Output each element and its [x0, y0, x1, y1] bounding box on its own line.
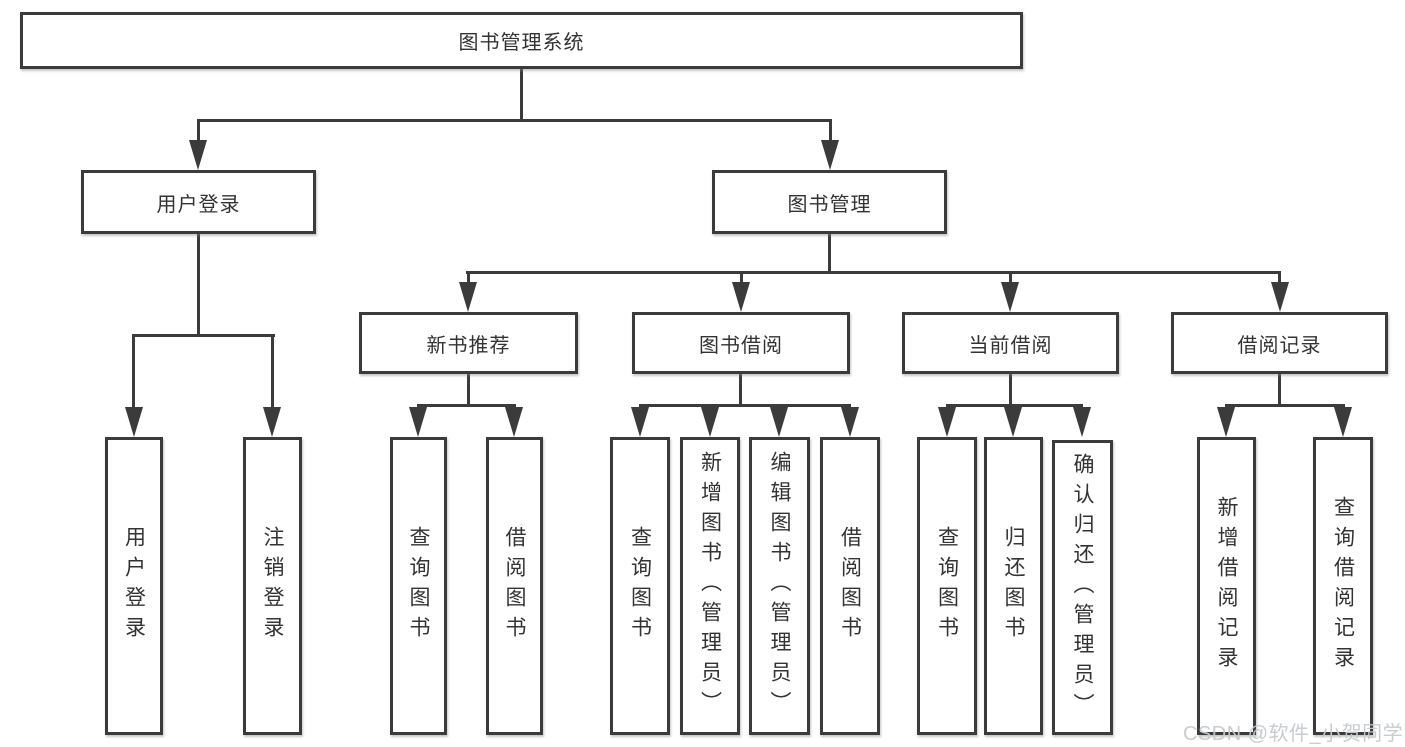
arrowhead-icon	[631, 407, 649, 437]
leaf-borrow-borrow-books: 借阅图书	[820, 437, 880, 735]
leaf-current-confirm-return-admin-label: 确认归还（管理员）	[1071, 452, 1095, 723]
connector-current-stem	[1009, 374, 1012, 407]
arrowhead-icon	[701, 407, 719, 437]
leaf-records-add-record-label: 新增借阅记录	[1215, 496, 1239, 676]
connector-root-drop-left	[197, 119, 200, 144]
connector-login-stem	[197, 234, 200, 337]
node-user-login-branch: 用户登录	[81, 170, 316, 234]
arrowhead-icon	[938, 407, 956, 437]
node-borrowing-records: 借阅记录	[1171, 312, 1388, 374]
leaf-user-login-label: 用户登录	[122, 526, 146, 646]
connector-borrow-stem	[739, 374, 742, 407]
arrowhead-icon	[263, 407, 281, 437]
arrowhead-icon	[841, 407, 859, 437]
leaf-records-add-record: 新增借阅记录	[1197, 437, 1256, 735]
leaf-borrow-query-books: 查询图书	[610, 437, 670, 735]
arrowhead-icon	[821, 140, 839, 170]
arrowhead-icon	[1271, 282, 1289, 312]
connector-mgmt-drop-1	[467, 271, 470, 285]
leaf-borrow-edit-books-admin: 编辑图书（管理员）	[749, 437, 810, 735]
connector-login-rail	[132, 334, 275, 337]
node-book-management-branch: 图书管理	[712, 170, 947, 234]
node-book-borrowing: 图书借阅	[632, 312, 850, 374]
connector-root-stem	[520, 66, 523, 120]
connector-newbook-rail	[417, 404, 516, 407]
leaf-records-query-record: 查询借阅记录	[1313, 437, 1373, 735]
node-current-borrowing-label: 当前借阅	[968, 334, 1053, 357]
leaf-newbook-query-books: 查询图书	[390, 437, 447, 735]
connector-borrow-rail	[639, 404, 851, 407]
connector-login-drop-1	[132, 334, 135, 410]
arrowhead-icon	[732, 282, 750, 312]
leaf-borrow-add-books-admin: 新增图书（管理员）	[680, 437, 740, 735]
node-root: 图书管理系统	[20, 12, 1023, 69]
leaf-newbook-query-books-label: 查询图书	[407, 526, 431, 646]
leaf-user-login: 用户登录	[105, 437, 163, 735]
node-new-book-recommend: 新书推荐	[359, 312, 578, 374]
leaf-borrow-add-books-admin-label: 新增图书（管理员）	[698, 451, 722, 721]
arrowhead-icon	[1334, 407, 1352, 437]
leaf-current-confirm-return-admin: 确认归还（管理员）	[1052, 440, 1113, 735]
node-book-borrowing-label: 图书借阅	[699, 334, 783, 357]
connector-mgmt-drop-3	[1009, 271, 1012, 285]
leaf-newbook-borrow-books: 借阅图书	[486, 437, 543, 735]
leaf-logout: 注销登录	[243, 437, 302, 735]
arrowhead-icon	[505, 407, 523, 437]
connector-records-rail	[1225, 404, 1345, 407]
node-user-login-branch-label: 用户登录	[156, 193, 241, 216]
connector-records-stem	[1278, 374, 1281, 407]
leaf-logout-label: 注销登录	[261, 526, 285, 646]
leaf-borrow-borrow-books-label: 借阅图书	[838, 526, 862, 646]
connector-current-rail	[946, 404, 1083, 407]
node-borrowing-records-label: 借阅记录	[1237, 334, 1322, 357]
connector-newbook-stem	[467, 374, 470, 407]
arrowhead-icon	[125, 407, 143, 437]
connector-login-drop-2	[271, 334, 274, 410]
node-book-management-branch-label: 图书管理	[787, 193, 872, 216]
leaf-current-query-books-label: 查询图书	[935, 526, 959, 646]
node-root-label: 图书管理系统	[458, 32, 585, 54]
connector-mgmt-stem	[828, 234, 831, 274]
connector-mgmt-drop-4	[1278, 271, 1281, 285]
arrowhead-icon	[459, 282, 477, 312]
connector-root-drop-right	[829, 119, 832, 144]
leaf-records-query-record-label: 查询借阅记录	[1331, 496, 1355, 676]
leaf-current-query-books: 查询图书	[917, 437, 977, 735]
node-current-borrowing: 当前借阅	[902, 312, 1119, 374]
leaf-current-return-books-label: 归还图书	[1002, 526, 1026, 646]
arrowhead-icon	[189, 140, 207, 170]
connector-mgmt-drop-2	[740, 271, 743, 285]
node-new-book-recommend-label: 新书推荐	[426, 334, 511, 357]
leaf-newbook-borrow-books-label: 借阅图书	[503, 526, 527, 646]
leaf-current-return-books: 归还图书	[984, 437, 1043, 735]
connector-root-rail	[197, 119, 832, 122]
arrowhead-icon	[409, 407, 427, 437]
arrowhead-icon	[1217, 407, 1235, 437]
connector-mgmt-rail	[466, 271, 1281, 274]
arrowhead-icon	[1004, 407, 1022, 437]
leaf-borrow-query-books-label: 查询图书	[628, 526, 652, 646]
leaf-borrow-edit-books-admin-label: 编辑图书（管理员）	[768, 451, 792, 721]
arrowhead-icon	[1073, 407, 1091, 437]
arrowhead-icon	[1001, 282, 1019, 312]
arrowhead-icon	[770, 407, 788, 437]
csdn-watermark: CSDN @软件_小贺同学	[1183, 723, 1404, 745]
